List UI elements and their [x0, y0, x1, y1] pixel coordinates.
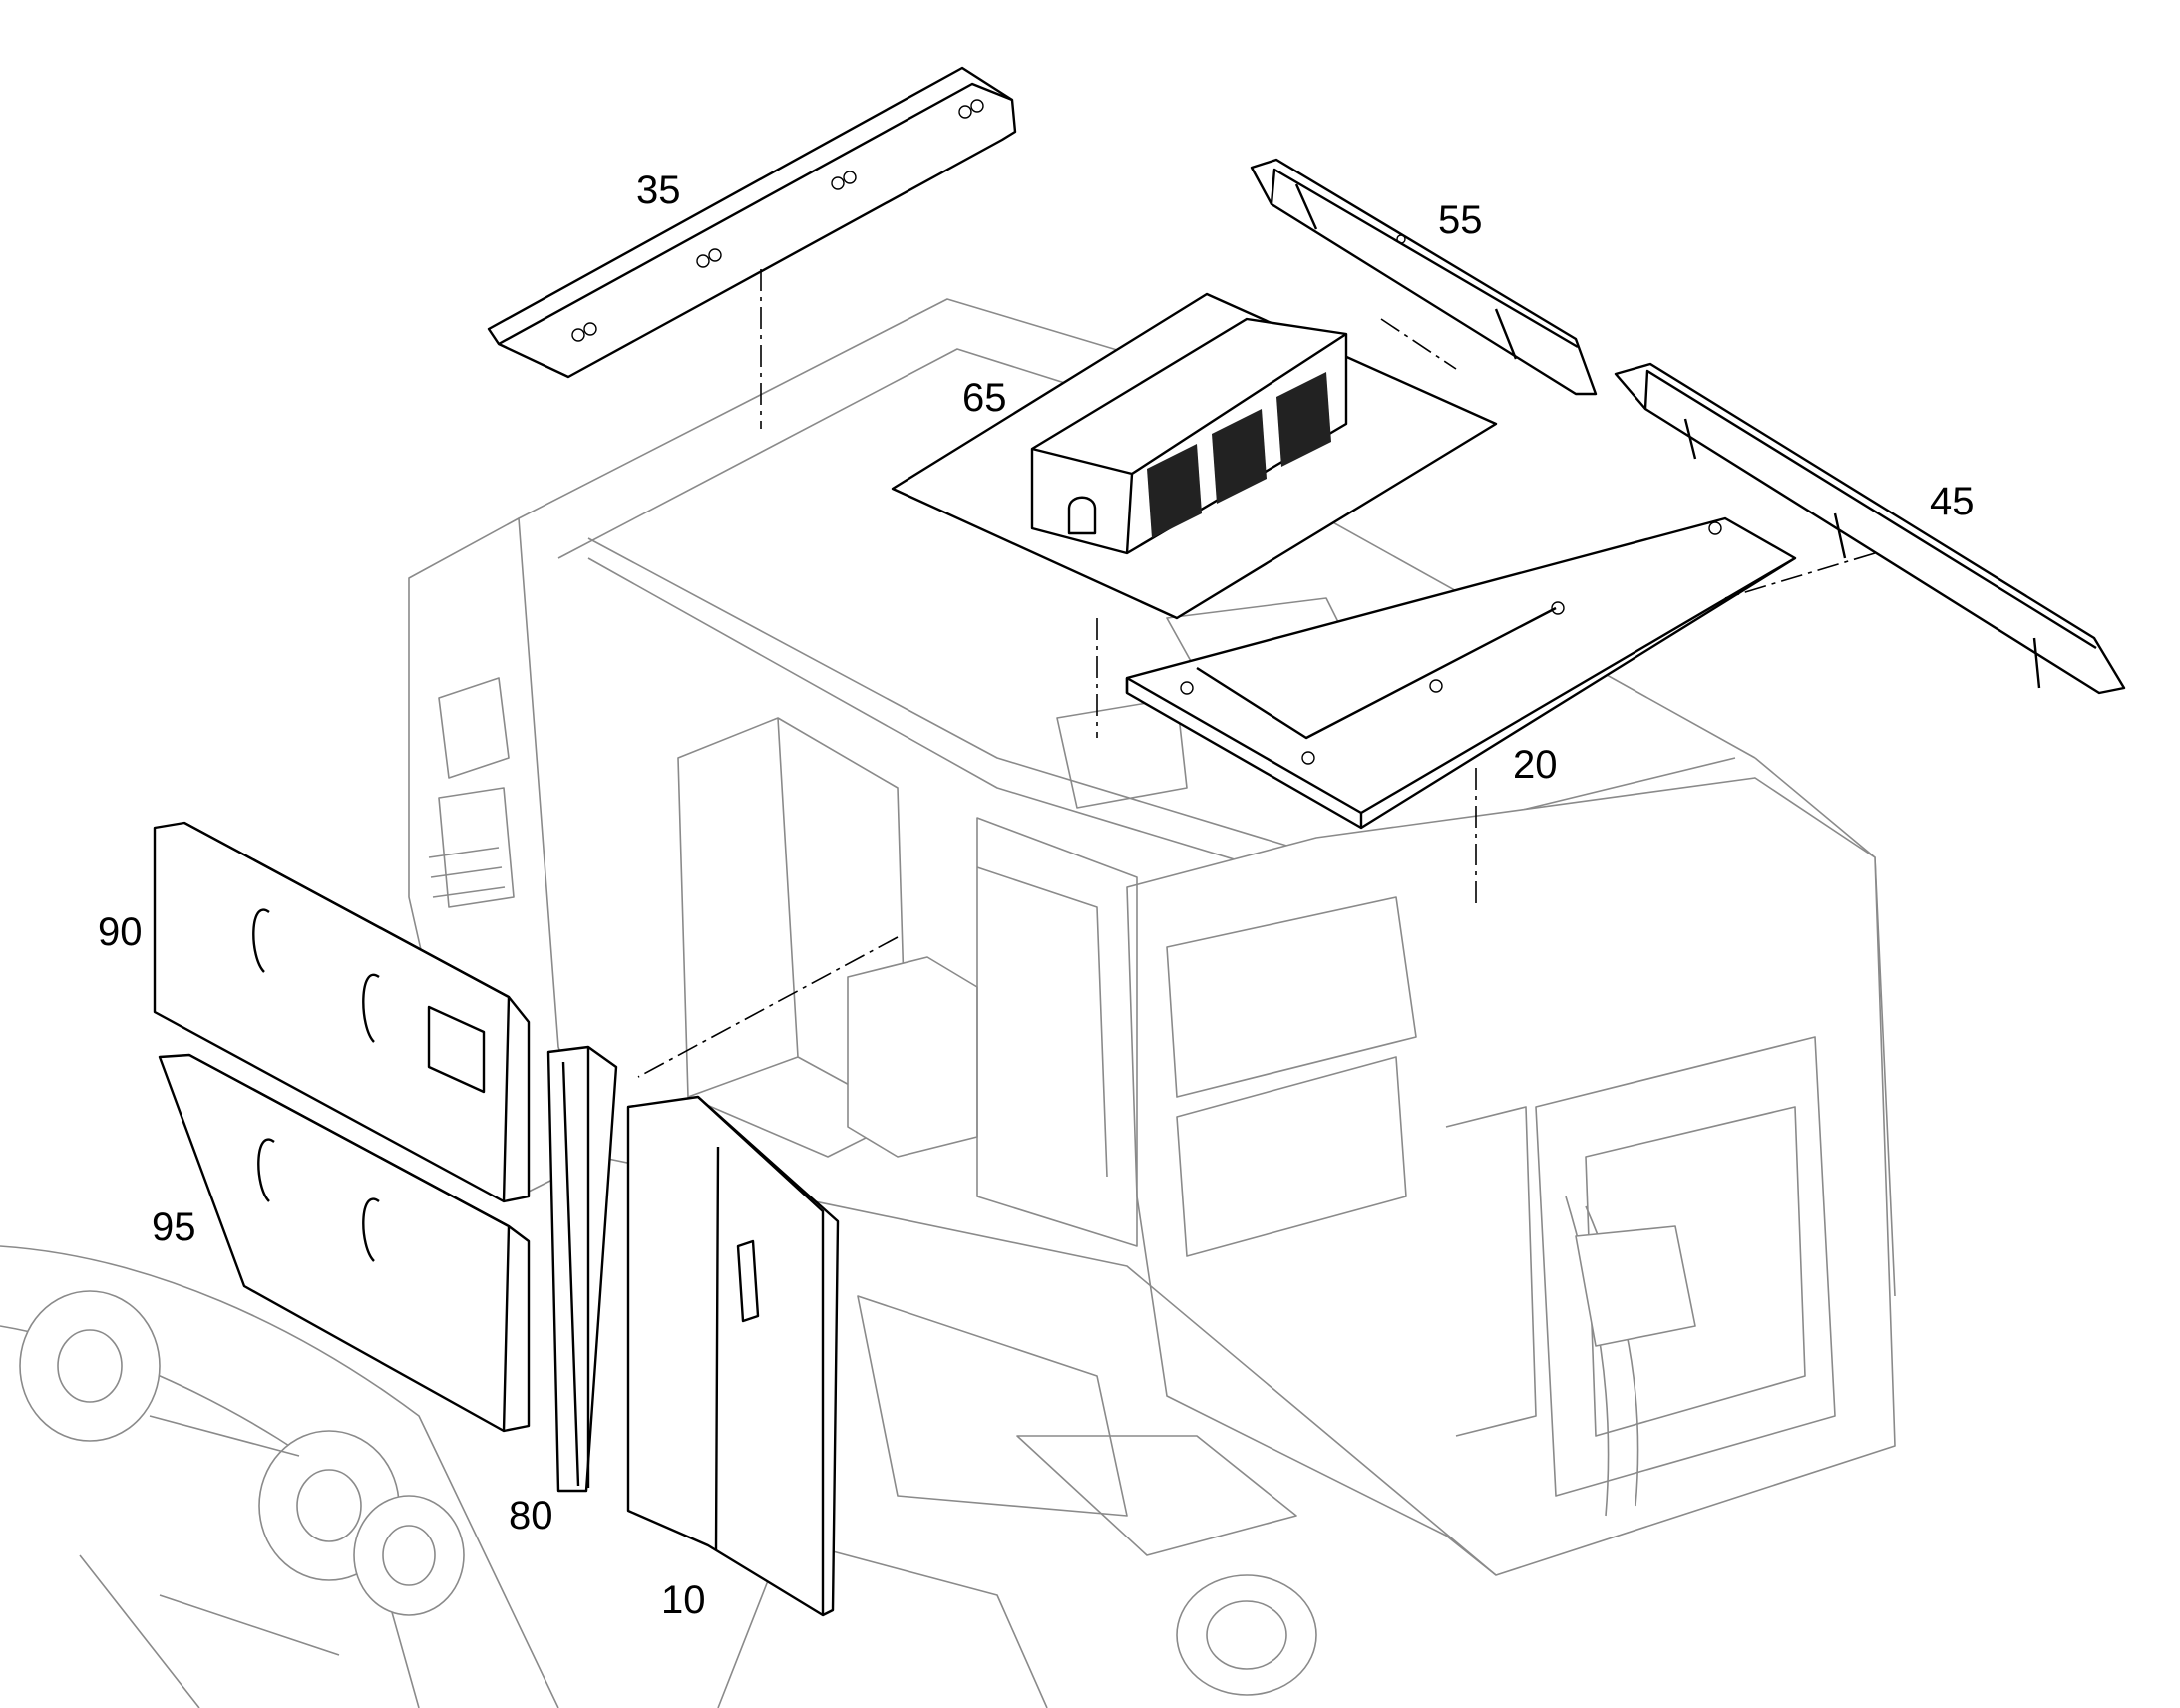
callout-65: 65 — [962, 376, 1007, 420]
callout-80: 80 — [509, 1494, 553, 1537]
part-55-channel-rail — [1250, 158, 1598, 396]
fan-grille-3 — [1276, 372, 1331, 467]
part-10-door-panel — [626, 1095, 840, 1617]
part-65-fan-unit — [891, 292, 1498, 620]
part-45-long-rail — [1614, 362, 2126, 695]
part-90-side-panel-upper — [153, 821, 531, 1203]
part-20-roof-panel — [1125, 516, 1797, 830]
callout-55: 55 — [1438, 198, 1483, 242]
callout-labels: 35 55 65 45 20 90 95 80 10 — [98, 169, 1975, 1622]
callout-90: 90 — [98, 910, 143, 954]
callout-35: 35 — [636, 169, 681, 212]
callout-10: 10 — [661, 1578, 706, 1622]
fan-grille-1 — [1147, 444, 1202, 538]
callout-95: 95 — [152, 1205, 196, 1249]
callout-45: 45 — [1930, 480, 1975, 523]
part-95-side-panel-lower — [158, 1053, 531, 1433]
assembly-lines — [637, 269, 1876, 1078]
cab-frame-ghost — [0, 298, 1896, 1708]
part-80-vertical-strip — [546, 1045, 618, 1493]
fan-grille-2 — [1212, 409, 1267, 504]
callout-20: 20 — [1513, 743, 1558, 787]
part-35-roof-rail — [487, 66, 1017, 379]
